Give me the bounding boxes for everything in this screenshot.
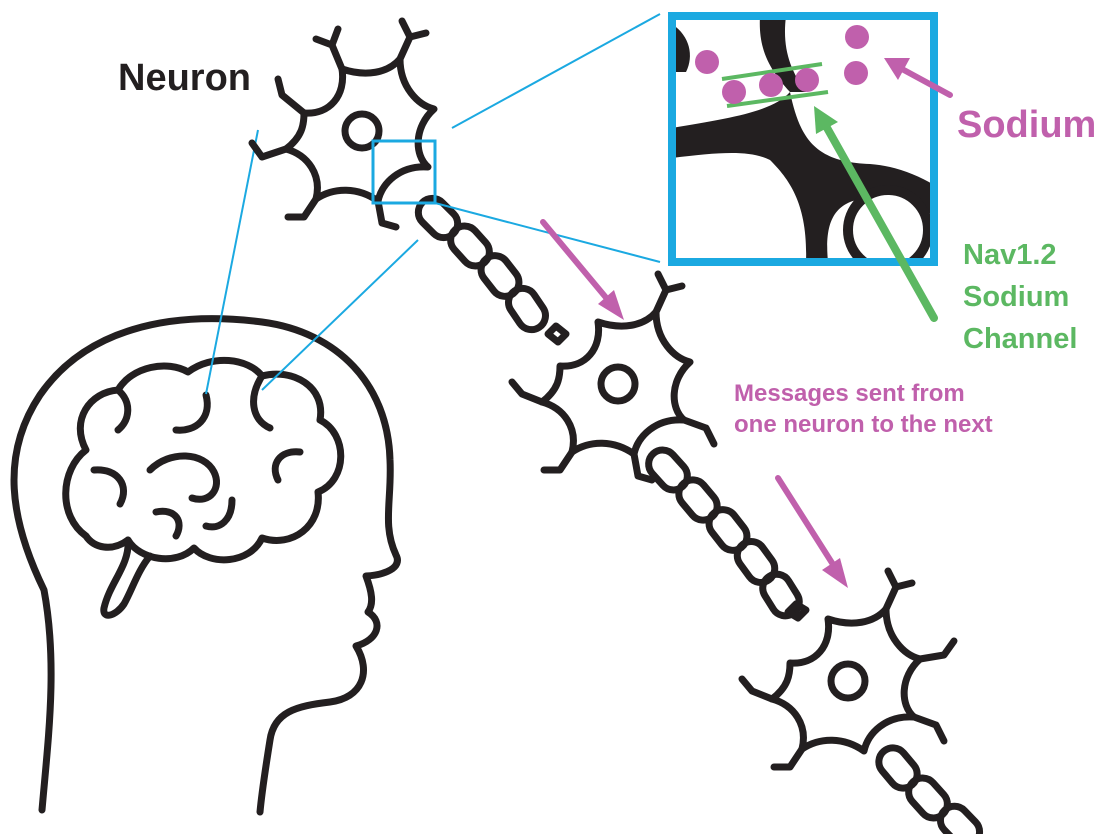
- sodium-ion-icon: [844, 61, 868, 85]
- arrow-icon: [884, 58, 950, 95]
- channel-label: Nav1.2 Sodium Channel: [963, 234, 1077, 360]
- sodium-label: Sodium: [957, 103, 1096, 149]
- arrow-icon: [543, 222, 624, 320]
- sodium-ion-icon: [695, 50, 719, 74]
- sodium-ion-icon: [795, 68, 819, 92]
- messages-label-line: Messages sent from: [734, 378, 993, 409]
- brain-icon: [66, 360, 341, 615]
- channel-label-line: Sodium: [963, 276, 1077, 318]
- neuron-icon: [742, 571, 954, 767]
- zoom-line: [435, 203, 660, 262]
- sodium-ion-icon: [722, 80, 746, 104]
- channel-label-line: Channel: [963, 318, 1077, 360]
- sodium-ion-icon: [759, 73, 783, 97]
- arrow-icon: [778, 478, 848, 588]
- neuron-icon: [252, 21, 434, 227]
- messages-label-line: one neuron to the next: [734, 409, 993, 440]
- messages-label: Messages sent from one neuron to the nex…: [734, 378, 993, 440]
- neuron-label: Neuron: [118, 56, 251, 102]
- sodium-ion-icon: [845, 25, 869, 49]
- axon-icon: [413, 193, 986, 834]
- zoom-line: [452, 14, 660, 128]
- channel-label-line: Nav1.2: [963, 234, 1077, 276]
